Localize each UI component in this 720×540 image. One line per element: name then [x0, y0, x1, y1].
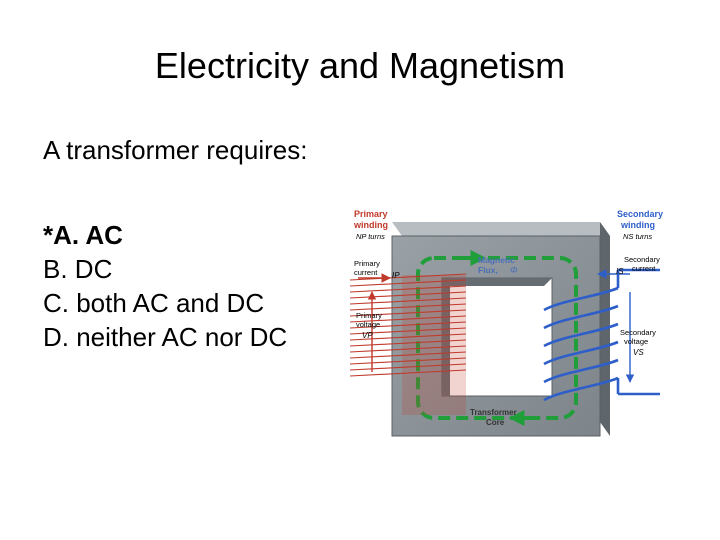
flux-symbol: Φ — [510, 265, 518, 275]
magnetic-flux-label-line1: Magnetic — [478, 255, 515, 265]
secondary-current-symbol: IS — [616, 267, 624, 276]
core-label-line2: Core — [486, 418, 505, 427]
option-b: B. DC — [43, 254, 113, 284]
secondary-winding-label-line2: winding — [620, 220, 655, 230]
secondary-voltage-label-line1: Secondary — [620, 328, 656, 337]
primary-voltage-label-line2: voltage — [356, 320, 380, 329]
question-text: A transformer requires: — [43, 135, 308, 165]
primary-winding-label-line1: Primary — [354, 209, 388, 219]
option-a: *A. AC — [43, 220, 123, 250]
option-c: C. both AC and DC — [43, 288, 265, 318]
primary-current-label-line1: Primary — [354, 259, 380, 268]
secondary-voltage-symbol: VS — [633, 348, 644, 357]
primary-voltage-symbol: VP — [362, 331, 373, 340]
primary-current-label-line2: current — [354, 268, 378, 277]
secondary-turns-label: NS turns — [623, 232, 652, 241]
secondary-voltage-label-line2: voltage — [624, 337, 648, 346]
secondary-current-label-line1: Secondary — [624, 255, 660, 264]
secondary-winding — [543, 268, 660, 402]
slide-title: Electricity and Magnetism — [154, 45, 566, 86]
core-top-face — [392, 222, 610, 236]
answer-options: *A. AC B. DC C. both AC and DC D. neithe… — [43, 218, 287, 354]
primary-winding — [349, 273, 467, 415]
core-label-line1: Transformer — [470, 408, 517, 417]
option-d: D. neither AC nor DC — [43, 322, 288, 352]
primary-current-symbol: IP — [392, 271, 400, 280]
primary-turns-label: NP turns — [356, 232, 385, 241]
flux-path — [416, 256, 578, 420]
secondary-current-label-line2: current — [632, 264, 656, 273]
magnetic-flux-label-line2: Flux, — [478, 265, 498, 275]
primary-voltage-label-line1: Primary — [356, 311, 382, 320]
primary-winding-label-line2: winding — [353, 220, 388, 230]
secondary-winding-label-line1: Secondary — [617, 209, 663, 219]
transformer-diagram: Primary winding NP turns Primary current… — [349, 209, 663, 437]
